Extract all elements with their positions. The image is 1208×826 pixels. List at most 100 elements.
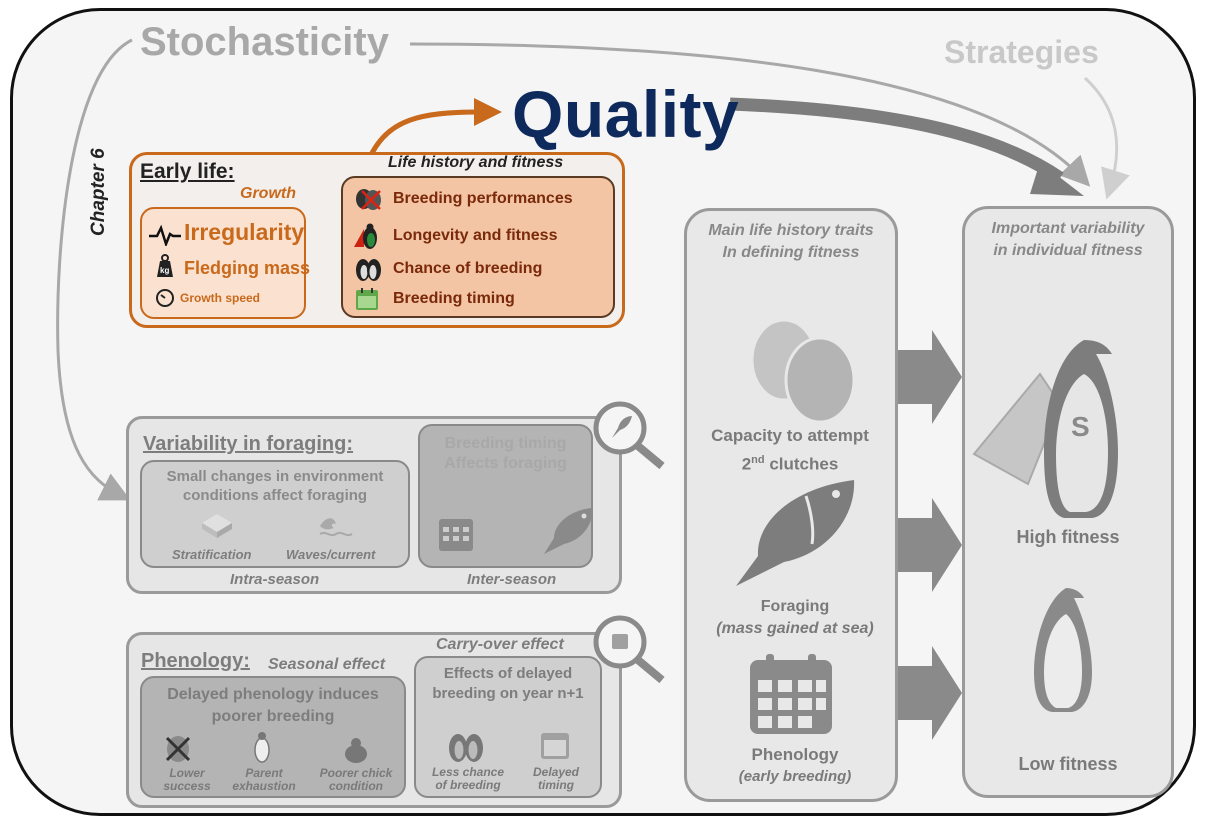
calendar-gray-icon	[439, 519, 473, 551]
penguin-low-fitness-icon	[1034, 588, 1092, 712]
fitness-header-line-2: in individual fitness	[993, 242, 1143, 259]
low-fitness-label: Low fitness	[1018, 754, 1118, 774]
less-chance-line-1: Less chance	[431, 765, 505, 779]
inter-season-label: Inter-season	[467, 571, 557, 588]
stratification-icon	[202, 514, 232, 538]
carry-over-label: Carry-over effect	[436, 636, 564, 653]
clutch-2: 2	[741, 454, 752, 474]
magnifier-fish-icon	[593, 401, 665, 470]
quality-label: Quality	[512, 77, 740, 151]
traits-header-line-1: Main life history traits	[708, 222, 874, 239]
delayed-text-line-1: Delayed phenology induces	[167, 686, 379, 703]
phenology-trait-line-1: Phenology	[751, 745, 839, 764]
growth-speed-label: Growth speed	[180, 291, 261, 305]
intra-season-text: Small changes in environment conditions …	[142, 467, 408, 505]
lower-success-label: Lower success	[148, 767, 226, 793]
magnifier-calendar-icon	[593, 615, 665, 684]
delayed-timing-line-1: Delayed	[532, 765, 580, 779]
life-history-box	[341, 176, 615, 318]
high-fitness-label: High fitness	[1016, 527, 1120, 547]
fitness-header: Important variability in individual fitn…	[964, 218, 1172, 262]
early-to-quality-arrow	[369, 109, 479, 155]
strategies-label: Strategies	[944, 34, 1099, 70]
orange-arrowhead	[474, 98, 502, 126]
lower-success-line-2: success	[163, 779, 211, 793]
calendar-icon	[356, 288, 378, 310]
phenology-trait-label: Phenology (early breeding)	[700, 744, 890, 788]
foraging-title: Variability in foraging:	[143, 433, 354, 455]
lower-success-line-1: Lower	[169, 766, 205, 780]
clutch-rest: clutches	[764, 454, 839, 474]
less-chance-label: Less chance of breeding	[420, 766, 516, 792]
weight-icon: kg	[157, 254, 173, 277]
growth-label: Growth	[240, 185, 296, 202]
irregularity-label: Irregularity	[184, 219, 305, 245]
parent-exhaustion-label: Parent exhaustion	[222, 767, 306, 793]
fish-gray-icon	[544, 508, 593, 554]
heartbeat-icon	[149, 224, 181, 246]
big-arrow-1	[896, 330, 962, 424]
clutch-line-2: 2nd clutches	[700, 448, 880, 477]
penguin-pair-gray-icon	[449, 734, 483, 762]
early-life-title: Early life:	[140, 160, 235, 183]
clutch-line-1: Capacity to attempt	[711, 426, 869, 445]
lh-breeding-performances: Breeding performances	[393, 190, 573, 207]
calendar-large-icon	[750, 654, 832, 734]
calendar-small-icon	[541, 733, 569, 759]
foraging-trait-label: Foraging (mass gained at sea)	[700, 596, 890, 640]
lh-longevity-fitness: Longevity and fitness	[393, 227, 558, 244]
broken-egg-icon	[356, 189, 381, 210]
seasonal-effect-label: Seasonal effect	[268, 656, 386, 673]
clutch-sup: nd	[751, 454, 765, 466]
lh-breeding-timing: Breeding timing	[393, 290, 515, 307]
poorer-chick-label: Poorer chick condition	[306, 767, 406, 793]
carry-text-line-1: Effects of delayed	[443, 665, 573, 682]
stochasticity-line	[409, 42, 1091, 187]
parent-penguin-icon	[254, 732, 270, 763]
lh-chance-of-breeding: Chance of breeding	[393, 260, 543, 277]
waves-icon	[319, 518, 353, 537]
svg-text:kg: kg	[160, 266, 169, 275]
eggs-icon	[750, 318, 856, 424]
foraging-trait-line-1: Foraging	[760, 598, 830, 615]
chick-icon	[345, 738, 367, 763]
failed-egg-icon	[165, 736, 191, 762]
intra-season-box	[140, 460, 410, 568]
inter-season-text: Breeding timing Affects foraging	[420, 434, 591, 474]
phenology-title: Phenology:	[141, 650, 250, 672]
intra-text-line-2: conditions affect foraging	[182, 487, 368, 504]
carry-text-line-2: breeding on year n+1	[432, 685, 584, 702]
inter-text-line-1: Breeding timing	[444, 435, 567, 452]
strategies-arrow	[1083, 76, 1130, 200]
clutch-label: Capacity to attempt 2nd clutches	[700, 424, 880, 477]
superhero-penguin-icon	[354, 223, 377, 249]
fledging-mass-label: Fledging mass	[184, 258, 311, 278]
traits-header-line-2: In defining fitness	[722, 244, 860, 261]
foraging-trait-line-2: (mass gained at sea)	[716, 620, 874, 637]
penguin-pair-icon	[356, 259, 381, 281]
fitness-header-line-1: Important variability	[991, 220, 1145, 237]
poorer-chick-line-1: Poorer chick	[319, 766, 393, 780]
less-chance-line-2: of breeding	[435, 778, 501, 792]
fish-icon	[736, 480, 855, 586]
intra-season-label: Intra-season	[230, 571, 320, 588]
carry-over-text: Effects of delayed breeding on year n+1	[416, 664, 600, 704]
stochasticity-arrow	[56, 38, 133, 501]
poorer-chick-line-2: condition	[329, 779, 383, 793]
stratification-label: Stratification	[172, 547, 252, 562]
phenology-trait-line-2: (early breeding)	[738, 768, 852, 785]
quality-arrow	[729, 97, 1064, 184]
superhero-penguin-large-icon: S	[972, 340, 1118, 518]
inter-text-line-2: Affects foraging	[444, 455, 567, 472]
big-arrow-3	[896, 646, 962, 740]
parent-exhaustion-line-2: exhaustion	[232, 779, 296, 793]
chapter-label: Chapter 6	[88, 148, 109, 236]
traits-header: Main life history traits In defining fit…	[686, 220, 896, 264]
quality-arrowhead	[1030, 162, 1084, 196]
big-arrow-2	[896, 498, 962, 592]
life-history-label: Life history and fitness	[388, 154, 564, 171]
stochasticity-label: Stochasticity	[140, 20, 389, 64]
stopwatch-icon	[156, 289, 174, 307]
delayed-timing-line-2: timing	[538, 778, 574, 792]
carry-over-box	[414, 656, 602, 798]
